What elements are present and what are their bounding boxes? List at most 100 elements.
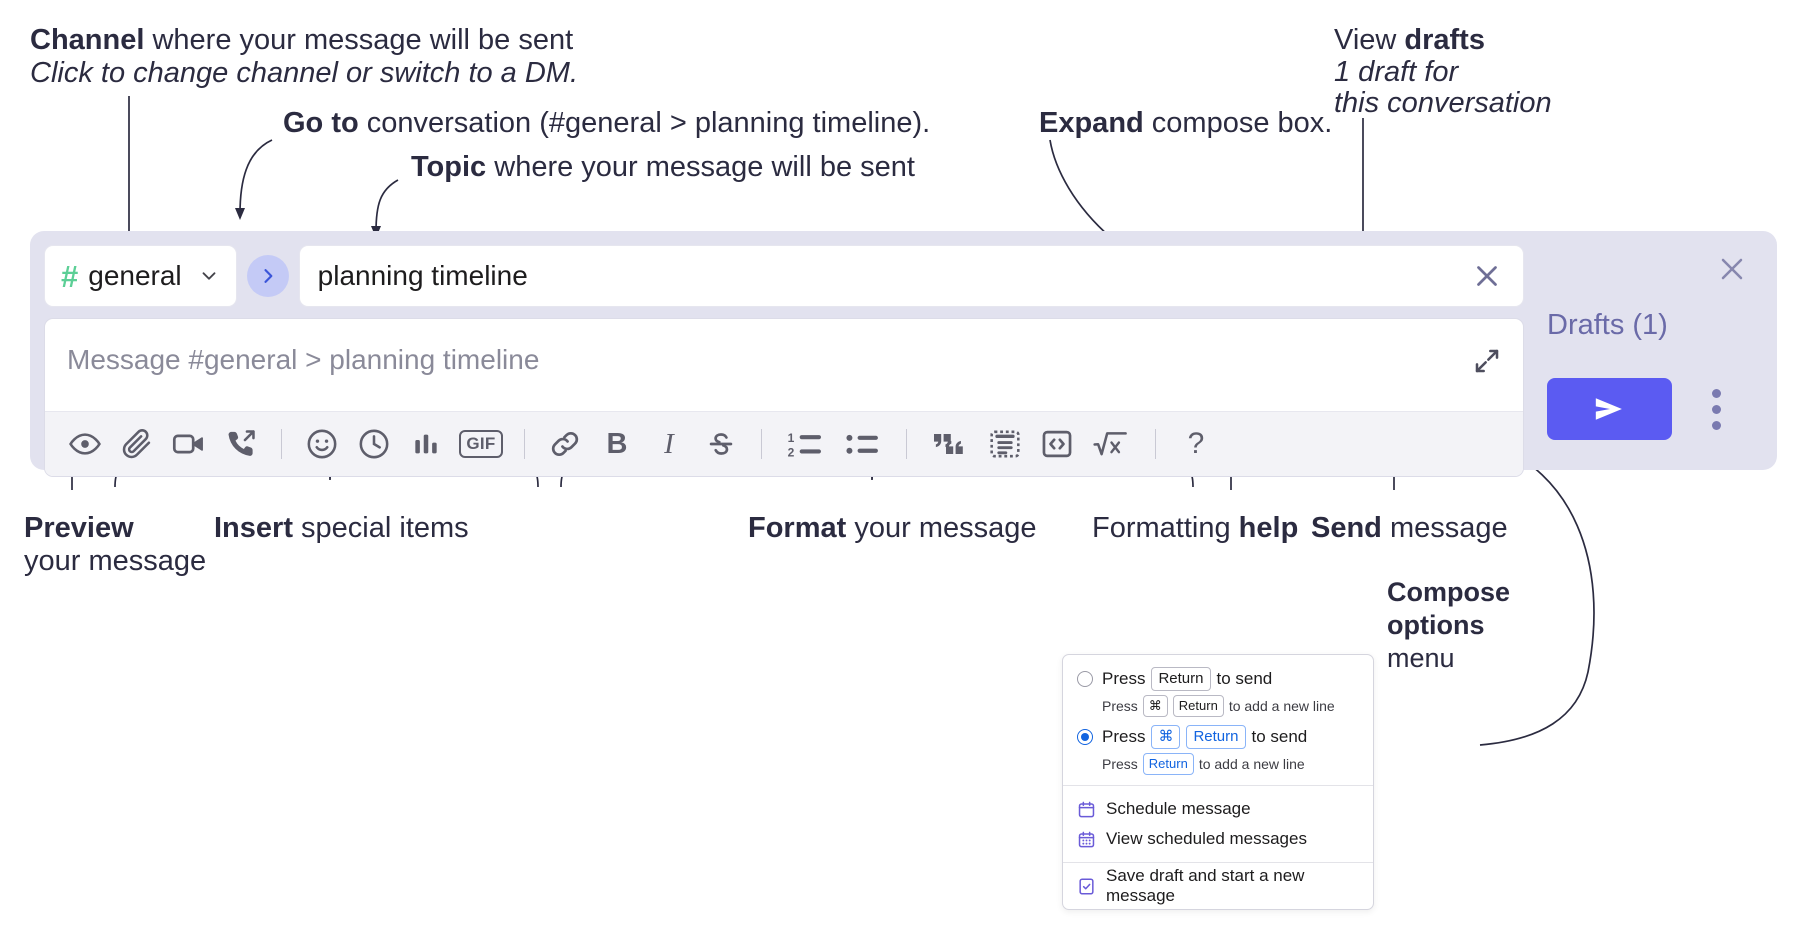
annotation-drafts-bold: drafts [1404, 24, 1485, 56]
annotation-insert: Insert special items [214, 510, 469, 547]
bulleted-list-button[interactable] [834, 418, 892, 470]
code-block-button[interactable] [979, 418, 1031, 470]
send-option-cmd-return-label: Press ⌘ Return to send [1102, 724, 1307, 750]
key-return-sub: Return [1172, 695, 1224, 717]
radio-button-selected[interactable] [1077, 729, 1093, 745]
annotation-preview-bold: Preview [24, 512, 134, 544]
italic-button[interactable]: I [643, 418, 695, 470]
annotation-format-bold: Format [748, 512, 847, 544]
key-return: Return [1151, 666, 1211, 692]
message-input[interactable]: Message #general > planning timeline [45, 319, 1523, 411]
annotation-preview: Preview [24, 510, 134, 547]
key-return-sub-2: Return [1142, 753, 1194, 775]
annotation-help-plain: Formatting [1092, 512, 1239, 544]
video-clip-button[interactable] [163, 418, 215, 470]
menu-item-view-scheduled-messages[interactable]: View scheduled messages [1063, 824, 1373, 854]
math-button[interactable] [1083, 418, 1141, 470]
strikethrough-button[interactable] [695, 418, 747, 470]
annotation-topic-rest: where your message will be sent [486, 151, 915, 183]
chevron-right-icon [258, 266, 278, 286]
channel-selector[interactable]: # general [44, 245, 237, 307]
option1-sub-prefix: Press [1102, 698, 1138, 714]
separator-3 [761, 429, 762, 459]
option2-prefix: Press [1102, 727, 1146, 746]
send-option-return[interactable]: Press Return to send [1063, 665, 1373, 693]
annotation-send-bold: Send [1311, 512, 1382, 544]
formatting-toolbar: GIF B I [45, 411, 1523, 476]
menu-divider-1 [1063, 785, 1373, 786]
annotation-compose-options-l3: menu [1387, 641, 1455, 676]
bold-button[interactable]: B [591, 418, 643, 470]
key-return-selected: Return [1186, 724, 1246, 750]
chevron-down-icon [198, 265, 220, 287]
goto-conversation-button[interactable] [246, 255, 289, 297]
annotation-channel-sub: Click to change channel or switch to a D… [30, 55, 578, 92]
preview-button[interactable] [59, 418, 111, 470]
topic-value: planning timeline [317, 260, 528, 291]
hash-icon: # [61, 258, 79, 294]
annotation-format: Format your message [748, 510, 1037, 547]
compose-options-button[interactable] [1694, 383, 1738, 435]
send-option-return-label: Press Return to send [1102, 666, 1273, 692]
compose-right-rail: Drafts (1) [1524, 231, 1777, 470]
topic-input[interactable]: planning timeline [298, 245, 1524, 307]
compose-header-row: # general planning timeline [44, 245, 1524, 307]
menu-item-save-draft[interactable]: Save draft and start a new message [1063, 866, 1373, 905]
annotation-compose-options-l2: options [1387, 608, 1484, 643]
key-command-selected: ⌘ [1151, 724, 1181, 750]
key-command: ⌘ [1142, 695, 1168, 717]
ordered-list-button[interactable]: 1 2 [776, 418, 834, 470]
audio-clip-button[interactable] [215, 418, 267, 470]
send-button[interactable] [1547, 378, 1672, 440]
link-button[interactable] [539, 418, 591, 470]
blockquote-button[interactable] [921, 418, 979, 470]
italic-label: I [664, 427, 674, 460]
svg-text:2: 2 [788, 446, 795, 460]
send-option-cmd-return-sub: Press Return to add a new line [1063, 751, 1373, 777]
annotation-drafts-line2: 1 draft for [1334, 56, 1459, 88]
annotation-help-bold: help [1238, 512, 1299, 544]
close-icon[interactable] [1711, 248, 1753, 290]
send-option-cmd-return[interactable]: Press ⌘ Return to send [1063, 723, 1373, 751]
annotation-expand-rest: compose box. [1143, 107, 1333, 139]
document-check-icon [1077, 877, 1096, 896]
annotation-topic-bold: Topic [411, 151, 487, 183]
menu-item-schedule-message[interactable]: Schedule message [1063, 794, 1373, 824]
option1-suffix: to send [1216, 669, 1273, 688]
separator-2 [524, 429, 525, 459]
annotation-channel-rest: where your message will be sent [144, 24, 574, 56]
annotation-compose-options-line3: menu [1387, 643, 1455, 673]
message-placeholder: Message #general > planning timeline [67, 344, 540, 375]
svg-text:1: 1 [788, 431, 795, 445]
separator-4 [906, 429, 907, 459]
close-icon[interactable] [1465, 254, 1509, 298]
attach-button[interactable] [111, 418, 163, 470]
annotation-preview-l2: your message [24, 543, 206, 580]
drafts-link[interactable]: Drafts (1) [1547, 309, 1668, 341]
compose-inner: # general planning timeline M [44, 245, 1524, 477]
annotation-goto-rest: conversation (#general > planning timeli… [358, 107, 931, 139]
code-button[interactable] [1031, 418, 1083, 470]
help-button[interactable]: ? [1170, 418, 1222, 470]
menu-item-label: Save draft and start a new message [1106, 866, 1305, 905]
menu-item-label: Schedule message [1106, 799, 1251, 818]
annotation-drafts: View drafts [1334, 22, 1485, 59]
annotation-expand-bold: Expand [1039, 107, 1144, 139]
annotation-compose-options-l1: Compose [1387, 577, 1511, 607]
annotation-channel: Channel where your message will be sent [30, 22, 573, 59]
annotation-insert-bold: Insert [214, 512, 293, 544]
annotation-drafts-l3: this conversation [1334, 85, 1552, 122]
paper-plane-icon [1587, 386, 1633, 432]
separator-5 [1155, 429, 1156, 459]
separator-1 [281, 429, 282, 459]
radio-button-unselected[interactable] [1077, 671, 1093, 687]
annotation-help: Formatting help [1092, 510, 1298, 547]
gif-button[interactable]: GIF [452, 418, 510, 470]
menu-item-label: View scheduled messages [1106, 829, 1307, 848]
annotation-drafts-l2: 1 draft for [1334, 54, 1458, 91]
reminder-button[interactable] [348, 418, 400, 470]
emoji-button[interactable] [296, 418, 348, 470]
send-option-return-sub: Press ⌘ Return to add a new line [1063, 693, 1373, 719]
poll-button[interactable] [400, 418, 452, 470]
expand-arrows-icon[interactable] [1467, 341, 1507, 381]
